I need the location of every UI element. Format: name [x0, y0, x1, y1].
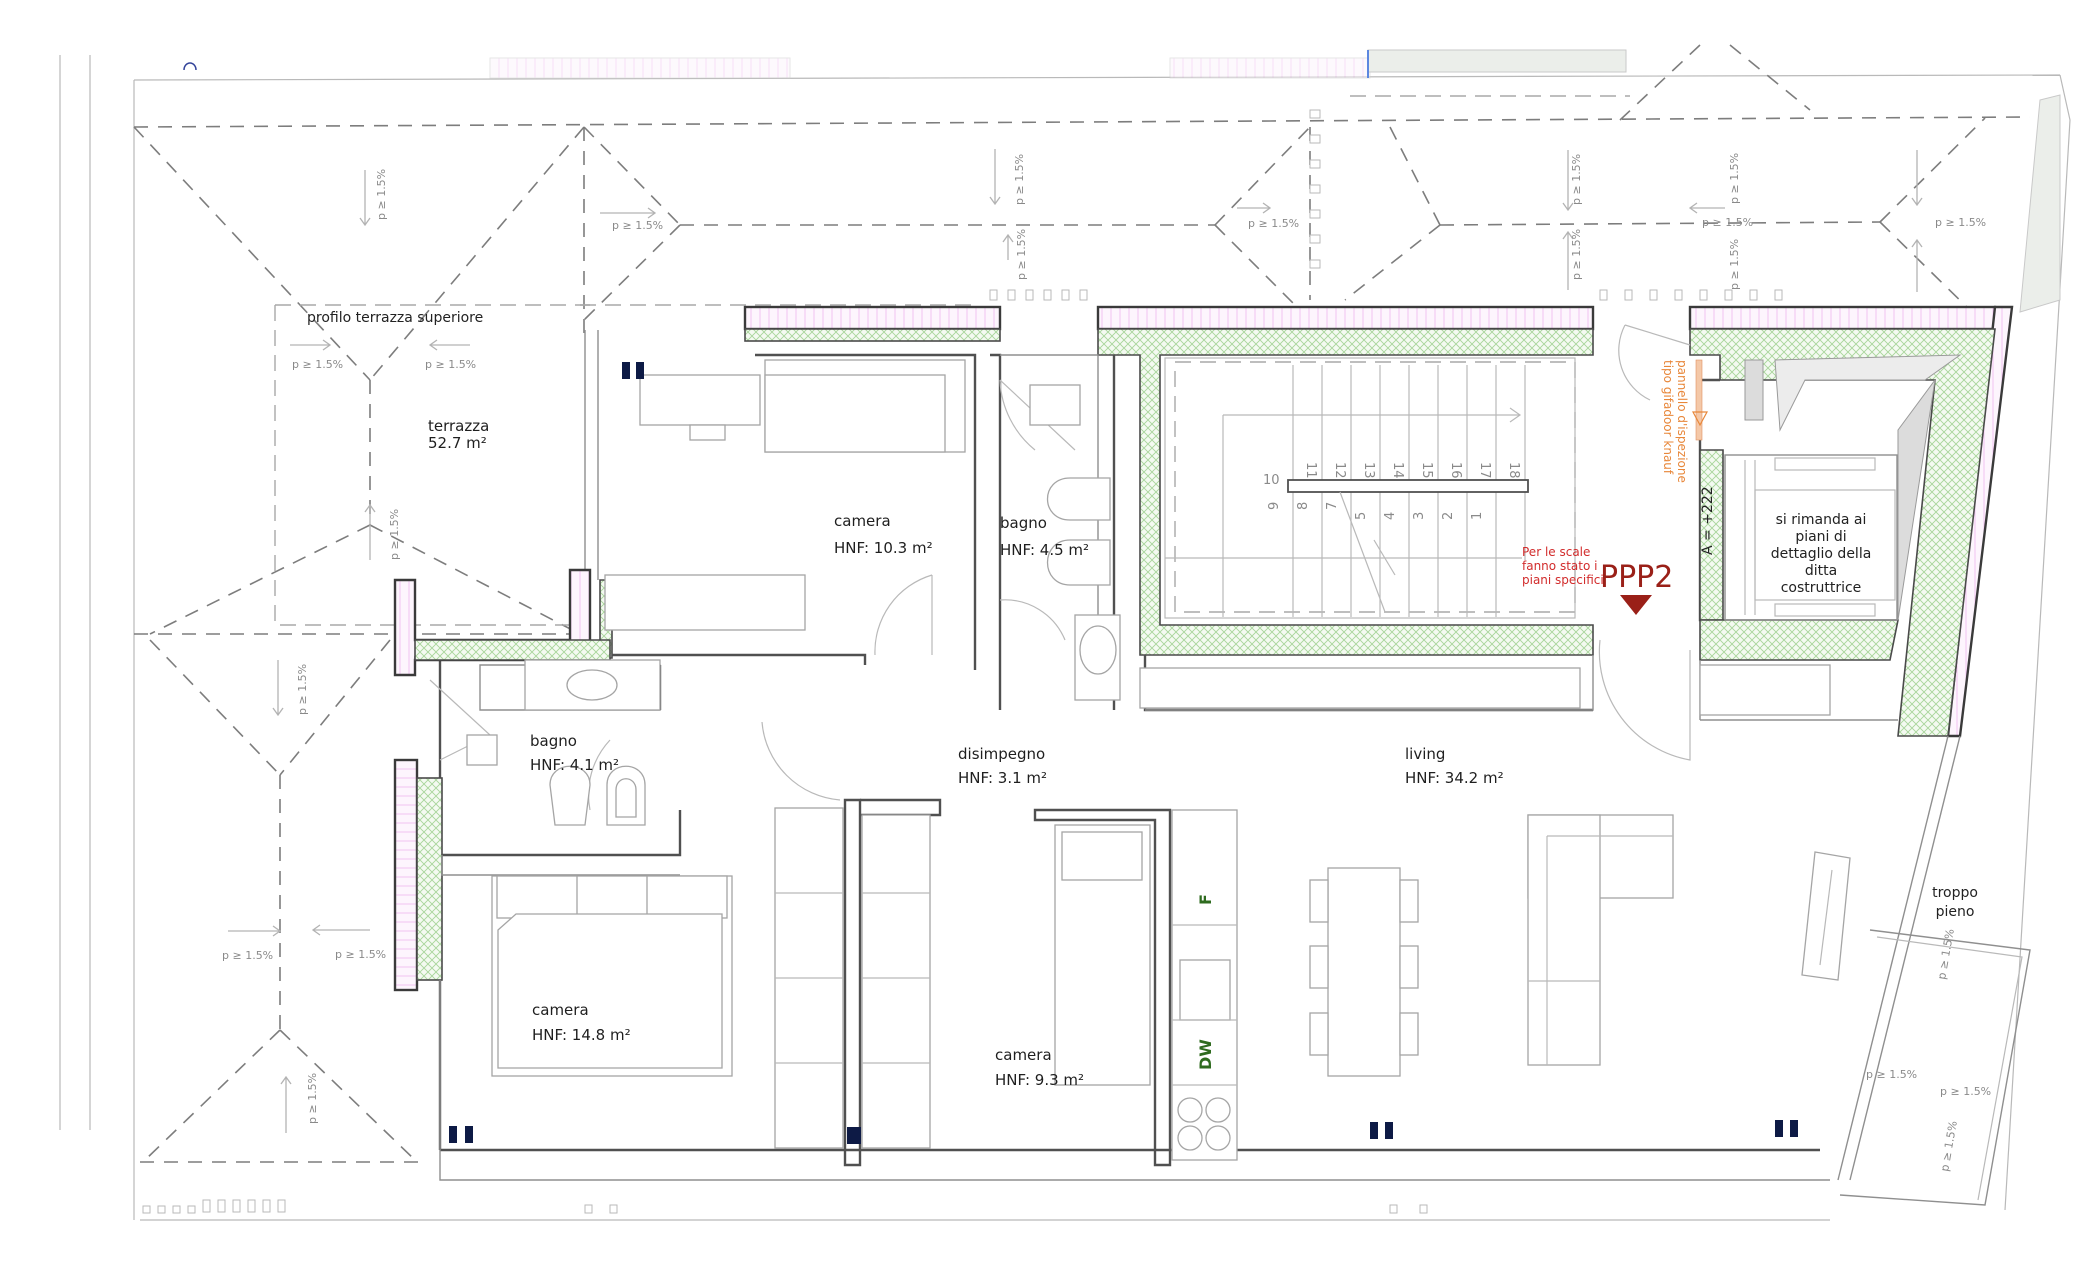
stairs-note-line2: fanno stato i — [1522, 559, 1597, 573]
room-name-camera-1: camera — [834, 512, 891, 530]
stairs-note-line1: Per le scale — [1522, 545, 1590, 559]
slope-label: p ≥ 1.5% — [1935, 216, 1986, 229]
slope-label: p ≥ 1.5% — [1248, 217, 1299, 230]
stair-step-number: 7 — [1325, 502, 1340, 510]
elevator-note-line4: ditta — [1805, 563, 1837, 579]
elevator-note-line1: si rimanda ai — [1776, 512, 1867, 528]
site-perimeter — [59, 49, 2071, 1221]
room-name-disimpegno: disimpegno — [958, 745, 1045, 763]
slope-label: p ≥ 1.5% — [1013, 154, 1026, 205]
window-marker — [1775, 1120, 1783, 1137]
window-markers — [449, 362, 1798, 1144]
slope-label: p ≥ 1.5% — [1728, 153, 1741, 204]
walls — [393, 305, 2031, 1206]
inspection-panel-note-line2: tipo gifadoor knauf — [1661, 360, 1675, 475]
slope-label: p ≥ 1.5% — [1866, 1068, 1917, 1081]
room-name-bagno-2: bagno — [530, 732, 577, 750]
slope-label: p ≥ 1.5% — [1570, 154, 1583, 205]
upper-terrace-label: profilo terrazza superiore — [307, 310, 483, 326]
window-marker — [465, 1126, 473, 1143]
overflow-label-line2: pieno — [1936, 904, 1975, 920]
slope-label: p ≥ 1.5% — [1570, 229, 1583, 280]
doors — [429, 324, 1691, 881]
room-name-camera-3: camera — [995, 1046, 1052, 1064]
stair-step-number: 12 — [1332, 462, 1347, 479]
fridge-label: F — [1196, 894, 1215, 905]
slope-label: p ≥ 1.5% — [1940, 1085, 1991, 1098]
room-name-living: living — [1405, 745, 1445, 763]
slope-label: p ≥ 1.5% — [1938, 1120, 1960, 1173]
furniture — [466, 359, 1851, 1161]
elevator-note-line3: dettaglio della — [1771, 546, 1872, 562]
slope-label: p ≥ 1.5% — [612, 219, 663, 232]
level-marker-label: PPP2 — [1600, 560, 1673, 595]
elevator-note-line2: piani di — [1795, 529, 1846, 545]
stair-step-number: 18 — [1506, 462, 1521, 479]
window-marker — [1385, 1122, 1393, 1139]
window-marker — [1370, 1122, 1378, 1139]
stairs-note-line3: piani specifici — [1522, 573, 1604, 587]
slope-label: p ≥ 1.5% — [1935, 928, 1957, 981]
room-name-camera-2: camera — [532, 1001, 589, 1019]
inspection-panel-note-line1: pannello d'ispezione — [1675, 360, 1689, 483]
stair-step-number: 17 — [1477, 462, 1492, 479]
stair-step-number: 13 — [1361, 462, 1376, 479]
stair-step-number: 5 — [1354, 512, 1369, 520]
balustrade — [142, 109, 1783, 1214]
window-marker — [622, 362, 630, 379]
stair-step-number: 16 — [1448, 462, 1463, 479]
room-area-disimpegno: HNF: 3.1 m² — [958, 769, 1047, 787]
slope-label: p ≥ 1.5% — [222, 949, 273, 962]
stair-step-number: 11 — [1303, 462, 1318, 479]
dishwasher-label: DW — [1196, 1039, 1215, 1070]
slope-label: p ≥ 1.5% — [306, 1073, 319, 1124]
slope-label: p ≥ 1.5% — [388, 509, 401, 560]
elevator-dimension: A = +222 — [1700, 486, 1716, 555]
drainage-lines — [133, 44, 2031, 1163]
stair-step-number: 15 — [1419, 462, 1434, 479]
room-area-living: HNF: 34.2 m² — [1405, 769, 1504, 787]
slope-arrows — [228, 149, 1923, 1133]
stair-step-number: 1 — [1470, 512, 1485, 520]
slope-label: p ≥ 1.5% — [1728, 239, 1741, 290]
stair-step-number: 4 — [1383, 512, 1398, 520]
elevator-note-line5: costruttrice — [1781, 580, 1862, 596]
slope-label: p ≥ 1.5% — [296, 664, 309, 715]
overflow-label-line1: troppo — [1932, 885, 1978, 901]
slope-label: p ≥ 1.5% — [335, 948, 386, 961]
stair-step-number: 14 — [1390, 462, 1405, 479]
room-area-bagno-1: HNF: 4.5 m² — [1000, 541, 1089, 559]
room-area-terrazza: 52.7 m² — [428, 434, 487, 452]
room-area-camera-1: HNF: 10.3 m² — [834, 539, 933, 557]
room-area-camera-2: HNF: 14.8 m² — [532, 1026, 631, 1044]
stairs: 10 — [1164, 357, 1576, 619]
slope-label: p ≥ 1.5% — [1015, 229, 1028, 280]
stair-step-number: 3 — [1412, 512, 1427, 520]
stair-step-number: 8 — [1296, 502, 1311, 510]
window-marker — [1790, 1120, 1798, 1137]
stair-step-number: 9 — [1267, 502, 1282, 510]
stair-numbers-upper: 11 12 13 14 15 16 17 18 — [1303, 462, 1521, 479]
room-name-bagno-1: bagno — [1000, 514, 1047, 532]
slope-label: p ≥ 1.5% — [425, 358, 476, 371]
window-marker — [636, 362, 644, 379]
room-labels: profilo terrazza superiore terrazza 52.7… — [307, 310, 1978, 1089]
window-marker — [449, 1126, 457, 1143]
window-marker — [847, 1127, 861, 1144]
stair-step-number: 2 — [1441, 512, 1456, 520]
stair-numbers-lower: 9 8 7 5 4 3 2 1 — [1267, 502, 1485, 520]
slope-label: p ≥ 1.5% — [1702, 216, 1753, 229]
elevator — [1691, 354, 1962, 621]
room-area-bagno-2: HNF: 4.1 m² — [530, 756, 619, 774]
slope-label: p ≥ 1.5% — [375, 169, 388, 220]
stair-step-number: 10 — [1263, 473, 1280, 488]
room-name-terrazza: terrazza — [428, 417, 489, 435]
slope-label: p ≥ 1.5% — [292, 358, 343, 371]
level-marker-triangle-icon — [1620, 595, 1652, 615]
room-area-camera-3: HNF: 9.3 m² — [995, 1071, 1084, 1089]
